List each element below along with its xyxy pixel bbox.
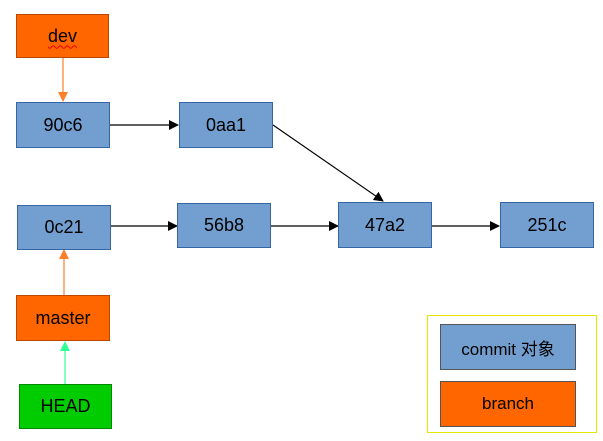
branch-dev-label: dev [47,25,78,46]
commit-0c21: 0c21 [17,205,111,250]
head-pointer: HEAD [19,384,112,429]
edge-0aa1-to-47a2 [272,124,384,202]
commit-47a2-label: 47a2 [364,214,406,235]
commit-0aa1: 0aa1 [179,102,273,148]
head-pointer-label: HEAD [40,396,91,416]
commit-90c6-label: 90c6 [43,114,83,135]
legend-branch: branch [440,381,576,427]
branch-master-label: master [35,307,91,328]
legend-commit: commit 对象 [440,324,576,370]
legend-branch-label: branch [482,394,534,413]
commit-0c21-label: 0c21 [44,217,84,237]
commit-56b8: 56b8 [177,203,271,248]
branch-master: master [16,295,110,341]
legend-commit-label: commit 对象 [461,339,555,359]
commit-251c-label: 251c [527,214,567,235]
branch-dev: dev [16,14,109,58]
commit-0aa1-label: 0aa1 [205,114,247,135]
commit-56b8-label: 56b8 [203,215,245,235]
commit-251c: 251c [500,202,594,248]
commit-47a2: 47a2 [338,202,432,248]
legend: commit 对象 branch [427,315,597,433]
commit-90c6: 90c6 [16,102,110,148]
